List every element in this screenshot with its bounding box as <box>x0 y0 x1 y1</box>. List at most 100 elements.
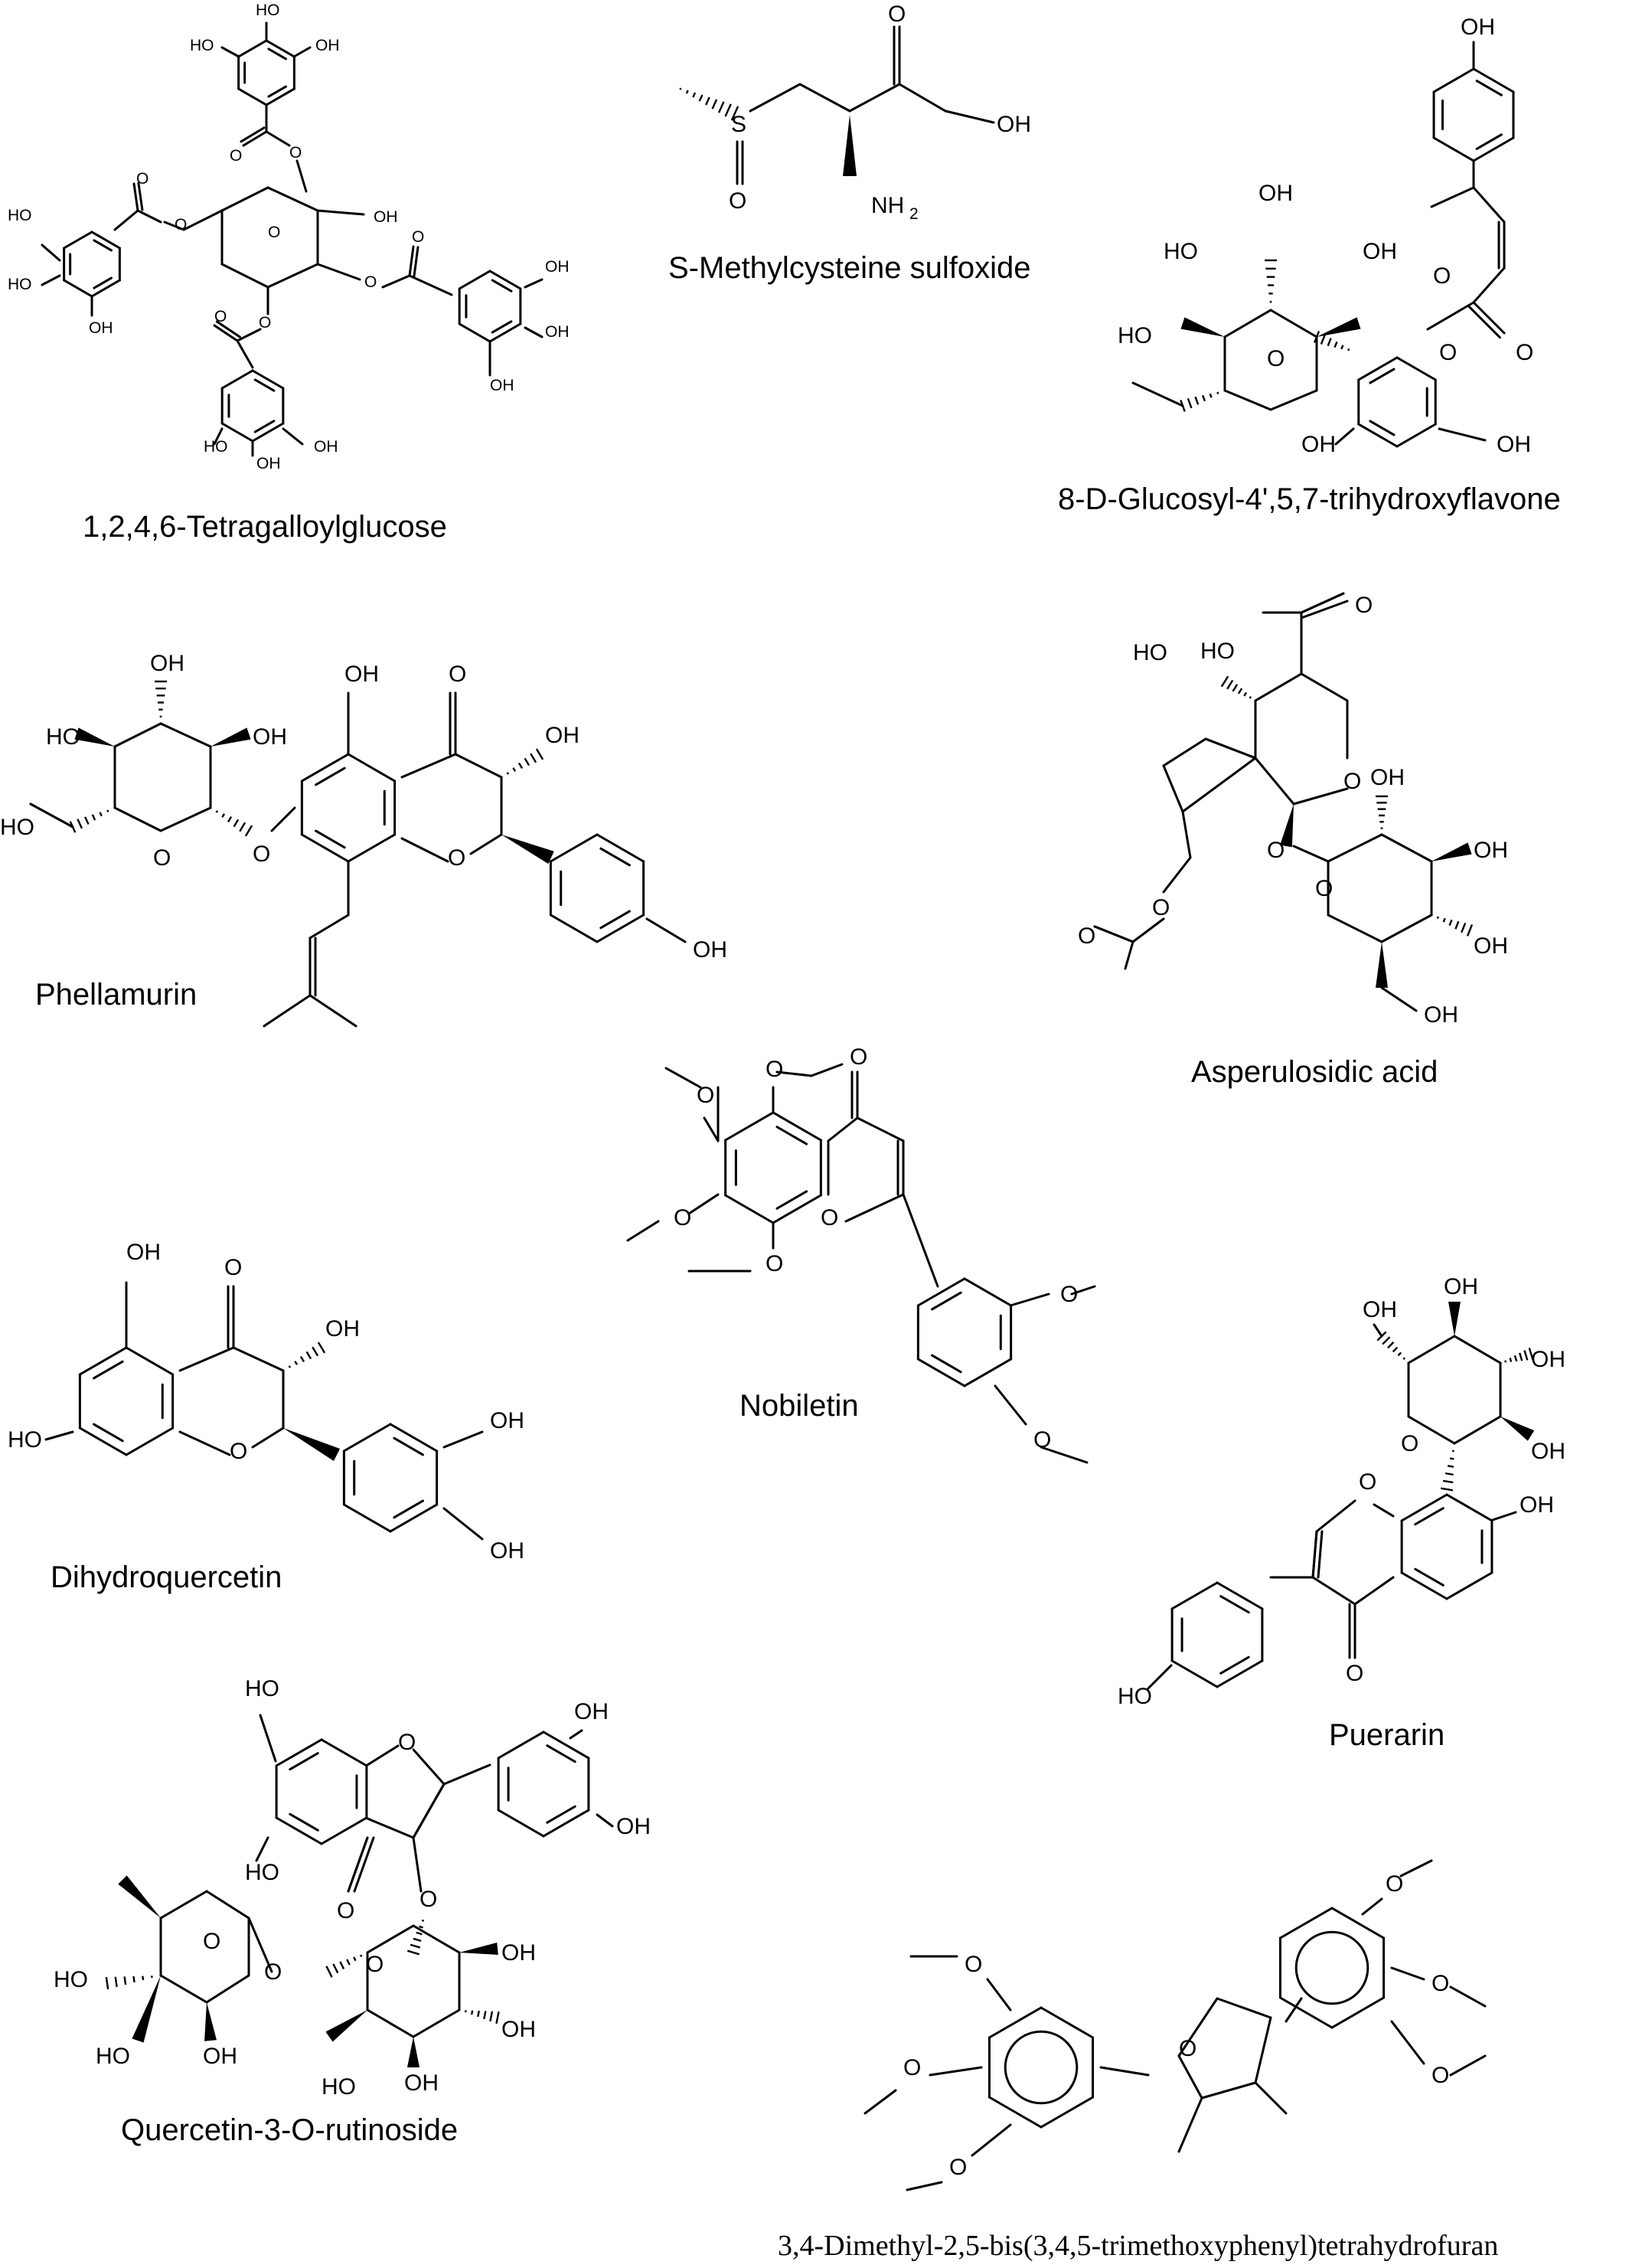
hash-bond <box>1335 342 1337 347</box>
atom-label: O <box>1033 1427 1051 1453</box>
bond <box>134 184 138 211</box>
bond <box>297 161 306 191</box>
hash-bond <box>478 2011 479 2017</box>
atom-label: O <box>289 144 302 162</box>
atom-label: O <box>729 188 746 214</box>
hash-bond <box>706 97 710 105</box>
bond <box>1402 1573 1447 1599</box>
atom-label: HO <box>245 1860 279 1885</box>
bond <box>1474 138 1513 161</box>
atom-label: OH <box>1444 1274 1478 1299</box>
atom-label: O <box>1431 2063 1449 2088</box>
atom-label: OH <box>1531 1439 1565 1464</box>
bond <box>390 1505 437 1531</box>
bond <box>402 754 455 777</box>
hash-bond <box>1461 923 1465 932</box>
hash-bond <box>1444 918 1445 922</box>
bond <box>1434 138 1474 161</box>
bond <box>857 1118 903 1141</box>
hash-bond <box>222 814 224 818</box>
wedge-bond <box>501 835 554 864</box>
bond <box>550 915 597 942</box>
bond <box>918 1279 965 1306</box>
hash-bond <box>700 95 703 101</box>
bond <box>628 1221 658 1240</box>
wedge-bond <box>132 1976 161 2043</box>
bond <box>1095 926 1133 942</box>
bond <box>1401 1861 1431 1876</box>
bond <box>31 804 73 827</box>
hash-bond <box>106 1977 108 1989</box>
bond <box>1294 789 1347 804</box>
atom-label: HO <box>256 2 280 19</box>
bond <box>413 2010 459 2037</box>
atom-label: O <box>850 1044 867 1070</box>
bond <box>1164 766 1183 812</box>
hash-bond <box>1188 398 1192 408</box>
hash-bond <box>77 819 82 828</box>
compound-name-nobiletin: Nobiletin <box>739 1391 859 1421</box>
atom-label: O <box>1346 1661 1363 1686</box>
bond <box>811 1064 842 1076</box>
bond <box>455 754 501 777</box>
atom-label: O <box>1152 895 1170 920</box>
bond <box>64 280 92 296</box>
atom-label: S <box>731 112 746 137</box>
bond <box>115 724 161 747</box>
hash-bond <box>519 763 522 769</box>
atom-label: 2 <box>909 205 919 223</box>
bond <box>444 1432 482 1447</box>
hash-bond <box>1210 394 1212 397</box>
bond <box>773 1195 821 1223</box>
atom-label: OH <box>1363 239 1397 264</box>
bond <box>46 1432 73 1440</box>
atom-label: O <box>412 228 424 246</box>
hash-bond <box>416 1933 423 1934</box>
bond <box>525 328 542 337</box>
hash-bond <box>312 1347 318 1355</box>
bond <box>402 838 448 861</box>
bond <box>918 1359 965 1386</box>
hash-bond <box>1510 1358 1512 1361</box>
hash-bond <box>107 810 108 812</box>
bond <box>1447 1495 1492 1521</box>
hash-bond <box>713 100 717 109</box>
atom-label: O <box>224 1255 242 1280</box>
atom-label: OH <box>1258 181 1293 206</box>
atom-label: O <box>366 1952 384 1977</box>
atom-label: O <box>697 1083 714 1108</box>
hash-bond <box>1239 688 1242 694</box>
hash-bond <box>1196 397 1199 404</box>
bond <box>367 1926 413 1953</box>
bond <box>1474 69 1513 92</box>
hash-bond <box>1524 1351 1527 1361</box>
bond <box>1428 302 1474 329</box>
bond <box>498 1810 544 1836</box>
compound-name-tetragalloylglucose: 1,2,4,6-Tetragalloylglucose <box>83 511 447 542</box>
bond <box>1431 188 1474 207</box>
atom-label: O <box>965 1952 982 1977</box>
hash-bond <box>725 104 730 116</box>
atom-label: O <box>1078 923 1095 949</box>
hash-bond <box>234 819 238 826</box>
bond <box>444 1765 490 1784</box>
hash-bond <box>1443 1481 1453 1482</box>
hash-bond <box>407 1951 419 1955</box>
bond <box>965 1359 1011 1386</box>
bond <box>264 995 310 1026</box>
atom-label: OH <box>490 1408 524 1433</box>
atom-label: OH <box>325 1316 360 1342</box>
wedge-bond <box>1317 317 1360 337</box>
atom-label: HO <box>96 2044 130 2069</box>
bond <box>1010 1294 1049 1306</box>
bond <box>233 1348 283 1371</box>
bond <box>1474 302 1504 333</box>
bond <box>850 84 899 111</box>
hash-bond <box>413 1939 421 1941</box>
bond <box>344 1424 390 1451</box>
bond <box>266 132 289 145</box>
bond <box>237 341 253 368</box>
bond <box>704 1118 718 1141</box>
bond <box>283 429 302 444</box>
bond <box>1392 2021 1424 2064</box>
